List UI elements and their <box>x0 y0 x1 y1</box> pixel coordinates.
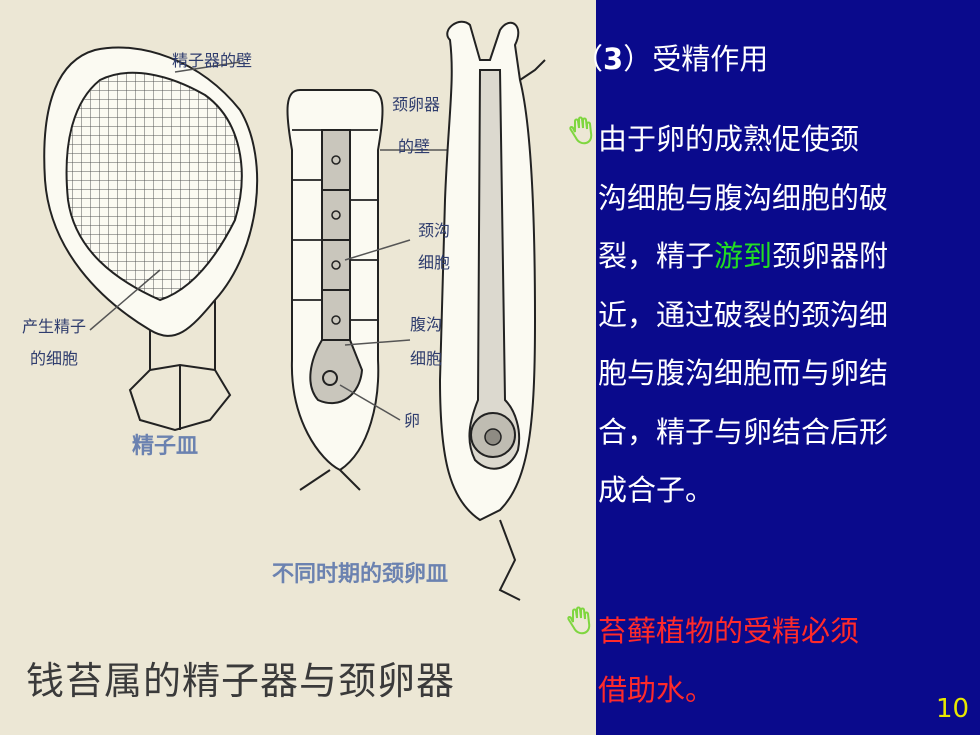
archegonium-drawing-middle <box>286 89 450 491</box>
label-ventral-canal-2: 细胞 <box>410 349 443 368</box>
hand-bullet-icon <box>569 116 593 145</box>
section-heading: （3）受精作用 <box>574 36 768 78</box>
bullet1-line-4: 近，通过破裂的颈沟细 <box>598 297 889 332</box>
bullet-paragraph-2: 苔藓植物的受精必须 借助水。 <box>598 602 978 719</box>
text-panel <box>596 0 980 735</box>
hand-bullet-icon <box>567 606 591 635</box>
label-antheridium-wall: 精子器的壁 <box>172 51 253 70</box>
heading-title: ）受精作用 <box>623 42 769 76</box>
bullet1-line-3: 裂，精子游到颈卵器附 <box>598 227 978 286</box>
label-archegonium-figure: 不同时期的颈卵皿 <box>272 561 449 587</box>
figure-caption: 钱苔属的精子器与颈卵器 <box>26 659 456 703</box>
illustration-photo: 精子器的壁 颈卵器 的壁 颈沟 细胞 腹沟 细胞 卵 产生精子 的细胞 精子皿 … <box>0 0 596 735</box>
heading-number: 3 <box>603 42 624 76</box>
label-ventral-canal-1: 腹沟 <box>410 315 443 334</box>
highlight-swim-to: 游到 <box>714 239 773 273</box>
bullet2-line-2: 借助水。 <box>598 672 715 707</box>
label-sperm-cells-2: 的细胞 <box>30 349 79 368</box>
label-egg: 卵 <box>404 411 421 430</box>
label-antheridium-figure: 精子皿 <box>132 433 199 459</box>
label-archegonium-wall-1: 颈卵器 <box>392 95 441 114</box>
page-number: 10 <box>936 694 970 724</box>
heading-open-paren: （ <box>574 42 604 76</box>
bullet1-line-3-pre: 裂，精子 <box>598 239 715 273</box>
antheridium-drawing <box>43 46 259 432</box>
label-neck-canal-1: 颈沟 <box>418 221 451 240</box>
bullet1-line-3-post: 颈卵器附 <box>772 239 889 273</box>
label-sperm-cells-1: 产生精子 <box>22 317 87 336</box>
label-neck-canal-2: 细胞 <box>418 253 451 272</box>
bullet1-line-6: 合，精子与卵结合后形 <box>598 414 889 449</box>
bullet2-line-1: 苔藓植物的受精必须 <box>598 614 860 648</box>
archegonium-drawing-right <box>438 20 546 601</box>
botanical-drawing <box>43 20 546 601</box>
bullet1-line-1: 由于卵的成熟促使颈 <box>598 122 860 156</box>
bullet-paragraph-1: 由于卵的成熟促使颈 沟细胞与腹沟细胞的破 裂，精子游到颈卵器附 近，通过破裂的颈… <box>598 110 978 520</box>
label-archegonium-wall-2: 的壁 <box>398 137 431 156</box>
bullet1-line-2: 沟细胞与腹沟细胞的破 <box>598 180 889 215</box>
bullet1-line-5: 胞与腹沟细胞而与卵结 <box>598 356 889 390</box>
bullet1-line-7: 成合子。 <box>598 473 715 507</box>
